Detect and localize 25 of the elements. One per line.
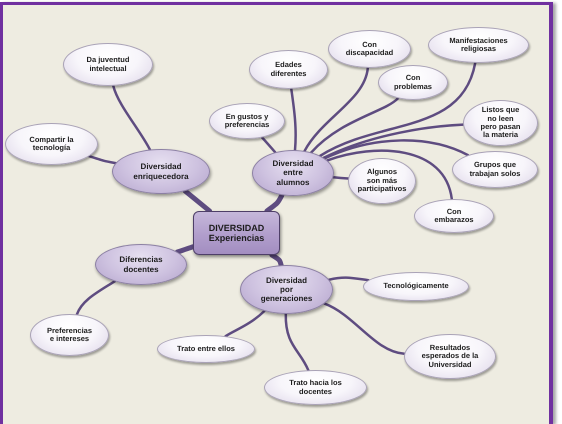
topic-label: DIVERSIDAD Experiencias <box>208 222 266 244</box>
connector-line <box>76 280 116 316</box>
connector-line <box>284 312 310 372</box>
connector-line <box>303 66 370 152</box>
connector-line <box>322 123 464 160</box>
connector-line <box>182 188 212 214</box>
connector-line <box>290 88 297 152</box>
topic-label: Diversidad entre alumnos <box>272 159 314 187</box>
connector-line <box>112 84 152 151</box>
topic-label: Diversidad por generaciones <box>260 276 314 304</box>
connector-line <box>260 136 276 154</box>
connector-line <box>88 154 117 164</box>
topic-label: Diversidad enriquecedora <box>132 162 190 181</box>
connector-line <box>332 176 350 180</box>
connector-line <box>323 302 406 356</box>
connector-line <box>318 62 476 158</box>
connector-line <box>310 97 400 154</box>
connector-line <box>326 149 454 200</box>
connector-line <box>328 276 370 282</box>
central-topic-box <box>193 211 280 255</box>
topic-label: Diferencias docentes <box>118 255 164 274</box>
connector-line <box>224 310 266 338</box>
connector-line <box>269 252 284 268</box>
connector-line <box>174 244 196 254</box>
connector-line <box>323 139 470 160</box>
